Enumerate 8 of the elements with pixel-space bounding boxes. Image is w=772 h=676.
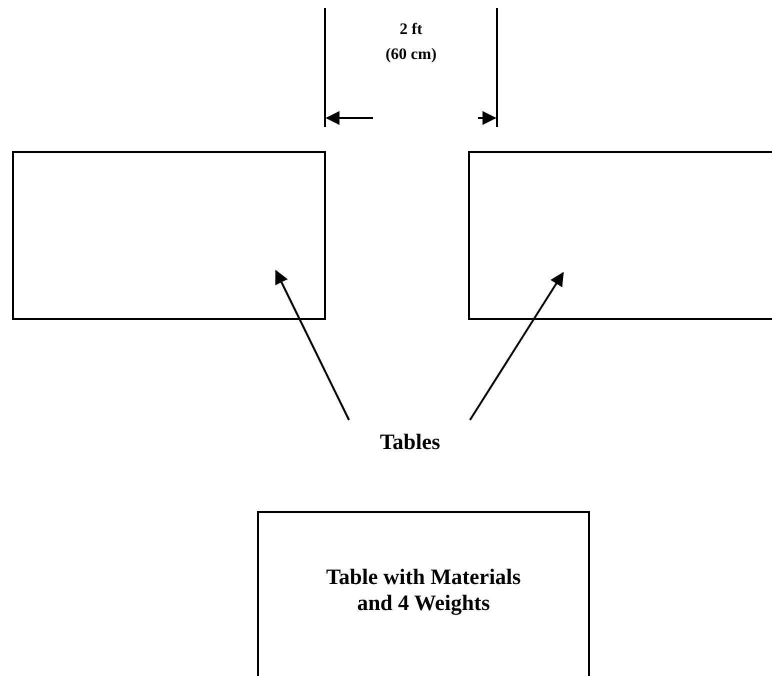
callout-label: Tables	[380, 429, 440, 455]
table-rectangle	[12, 151, 326, 320]
dimension-label: 2 ft	[398, 20, 424, 40]
dimension-label: (60 cm)	[384, 45, 438, 65]
leader-line	[469, 272, 564, 421]
table-rectangle	[468, 151, 772, 320]
leader-line	[275, 270, 350, 420]
table-label: Table with Materials and 4 Weights	[325, 564, 522, 616]
